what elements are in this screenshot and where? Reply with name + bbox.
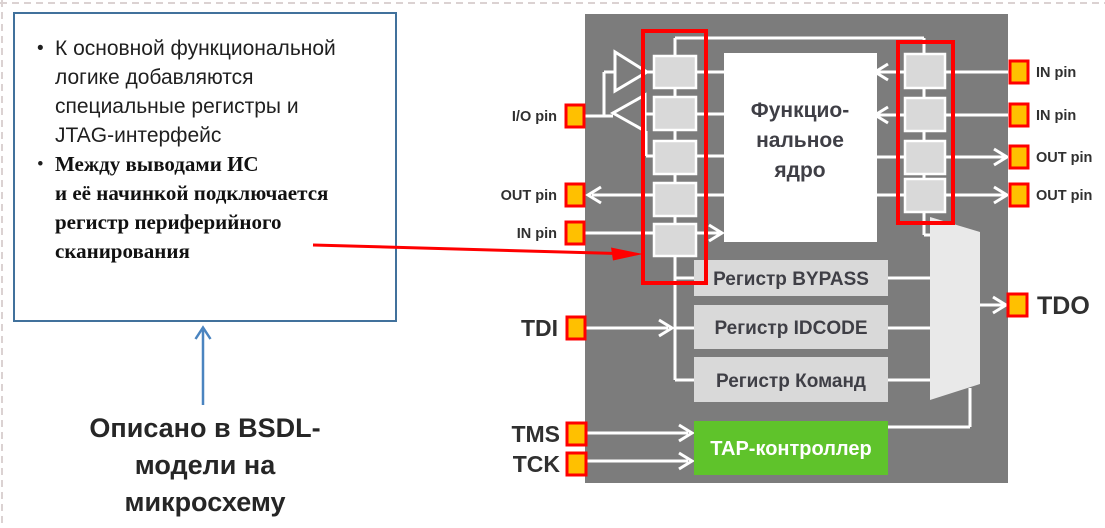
boundary-cell xyxy=(652,181,698,218)
bullet2-line: Между выводами ИС xyxy=(55,152,259,176)
in-pin-right-1 xyxy=(1008,59,1030,85)
caption-line: Описано в BSDL- xyxy=(89,413,321,443)
in-pin-right-2-label: IN pin xyxy=(1036,108,1076,124)
boundary-cell xyxy=(652,95,698,132)
in-pin-right-1-label: IN pin xyxy=(1036,65,1076,81)
tms-pin xyxy=(565,421,588,447)
io-pin-label: I/O pin xyxy=(512,109,557,125)
bullet2-line: сканирования xyxy=(55,239,190,263)
left-scan-highlight-rect xyxy=(641,29,708,285)
bullet1-text: К основной функциональной логике добавля… xyxy=(55,34,336,150)
input-buffer-triangle-icon xyxy=(613,49,650,94)
tck-label: TCK xyxy=(513,451,561,477)
register-bypass-label: Регистр BYPASS xyxy=(713,269,869,290)
boundary-cell xyxy=(903,177,947,214)
register-idcode-box xyxy=(694,305,888,349)
register-command-box xyxy=(694,357,888,402)
tdi-pin xyxy=(565,315,587,341)
out-pin-left-label: OUT pin xyxy=(501,188,557,204)
mux-shape xyxy=(930,217,980,400)
arrowheads xyxy=(585,62,1010,471)
register-bypass-box xyxy=(694,260,888,296)
scan-chain-and-tap-lines xyxy=(585,36,1003,463)
io-pin xyxy=(564,103,586,129)
bullet-item: • К основной функциональной логике добав… xyxy=(29,34,389,150)
out-pin-right-1 xyxy=(1008,144,1030,170)
tck-pin xyxy=(565,451,588,477)
blue-arrowhead-icon xyxy=(194,325,212,340)
out-pin-left xyxy=(564,182,586,208)
bullet-item: • Между выводами ИС и её начинкой подклю… xyxy=(29,150,389,266)
bullet2-text: Между выводами ИС и её начинкой подключа… xyxy=(55,150,328,266)
boundary-cell xyxy=(903,96,947,133)
out-pin-right-2 xyxy=(1008,182,1030,208)
boundary-cell xyxy=(903,52,947,90)
boundary-cell xyxy=(903,139,947,176)
bullet-glyph: • xyxy=(37,38,44,59)
core-label: ядро xyxy=(773,159,825,182)
tap-controller-label: TAP-контроллер xyxy=(710,438,871,460)
boundary-cell xyxy=(652,139,698,176)
caption-line: микросхему xyxy=(124,487,286,517)
register-idcode-label: Регистр IDCODE xyxy=(714,318,867,339)
tdi-label: TDI xyxy=(521,315,558,341)
signal-lines-right xyxy=(870,70,1010,197)
out-pin-right-1-label: OUT pin xyxy=(1036,150,1092,166)
core-label: Функцио- xyxy=(751,99,849,122)
red-pointer-arrowhead-icon xyxy=(611,247,643,261)
tap-controller-box xyxy=(694,421,888,475)
tdo-pin xyxy=(1006,292,1029,318)
signal-lines-left xyxy=(583,70,725,235)
caption-line: модели на xyxy=(134,450,276,480)
notes-box: • К основной функциональной логике добав… xyxy=(13,12,397,322)
boundary-cell xyxy=(652,54,698,90)
tms-label: TMS xyxy=(511,421,560,447)
in-pin-left-label: IN pin xyxy=(517,226,557,242)
in-pin-right-2 xyxy=(1008,102,1030,128)
register-command-label: Регистр Команд xyxy=(716,371,866,392)
functional-core-box xyxy=(724,53,877,242)
bullet-glyph: • xyxy=(37,154,44,175)
core-label: нальное xyxy=(756,129,844,152)
right-scan-highlight-rect xyxy=(896,40,955,225)
bullet1-line: JTAG-интерфейс xyxy=(55,124,222,147)
boundary-cell xyxy=(652,222,698,258)
output-buffer-triangle-icon xyxy=(609,92,647,134)
in-pin-left xyxy=(564,220,586,246)
out-pin-right-2-label: OUT pin xyxy=(1036,188,1092,204)
bullet2-line: и её начинкой подключается xyxy=(55,181,329,205)
bsdl-caption: Описано в BSDL- модели на микросхему xyxy=(55,410,355,521)
blue-arrow xyxy=(194,325,212,405)
bullet1-line: К основной функциональной xyxy=(55,37,336,60)
bullet1-line: логике добавляются xyxy=(55,66,254,89)
ic-body xyxy=(585,14,1008,483)
bullet1-line: специальные регистры и xyxy=(55,95,299,118)
tdo-label: TDO xyxy=(1037,292,1090,320)
bullet2-line: регистр периферийного xyxy=(55,210,282,234)
